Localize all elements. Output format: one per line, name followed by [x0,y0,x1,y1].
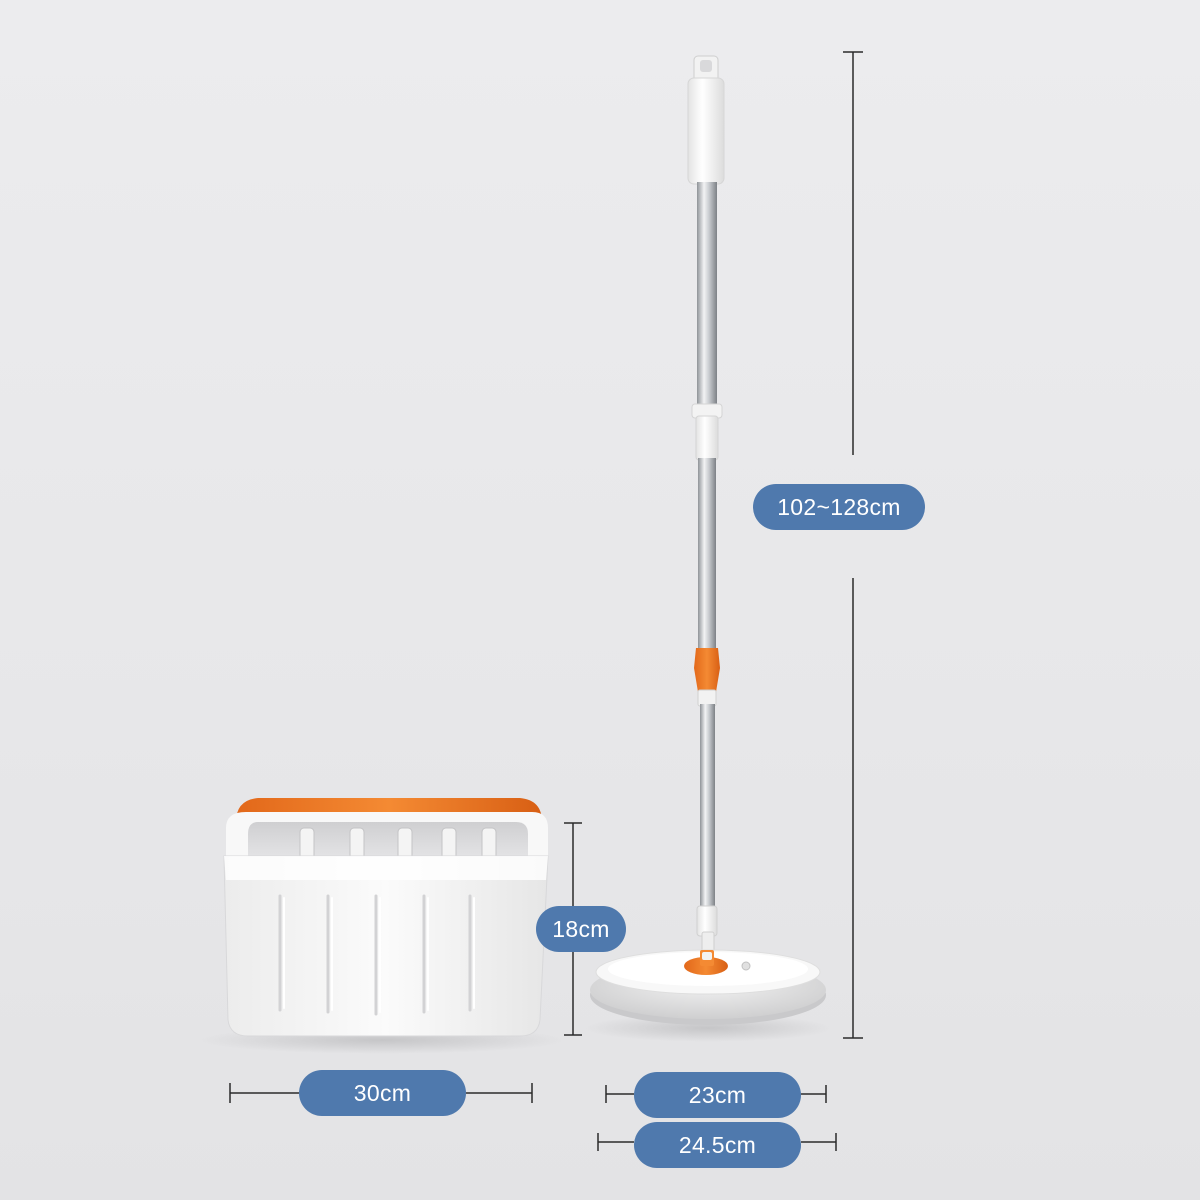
dimension-lines [229,51,863,1151]
bucket-height-label: 18cm [536,906,626,952]
mop [583,55,833,1042]
mop-height-label: 102~128cm [753,484,925,530]
mop-head-inner-width-label: 23cm [634,1072,801,1118]
bucket [197,798,567,1054]
mop-head-outer-width-label: 24.5cm [634,1122,801,1168]
bucket-width-label: 30cm [299,1070,466,1116]
